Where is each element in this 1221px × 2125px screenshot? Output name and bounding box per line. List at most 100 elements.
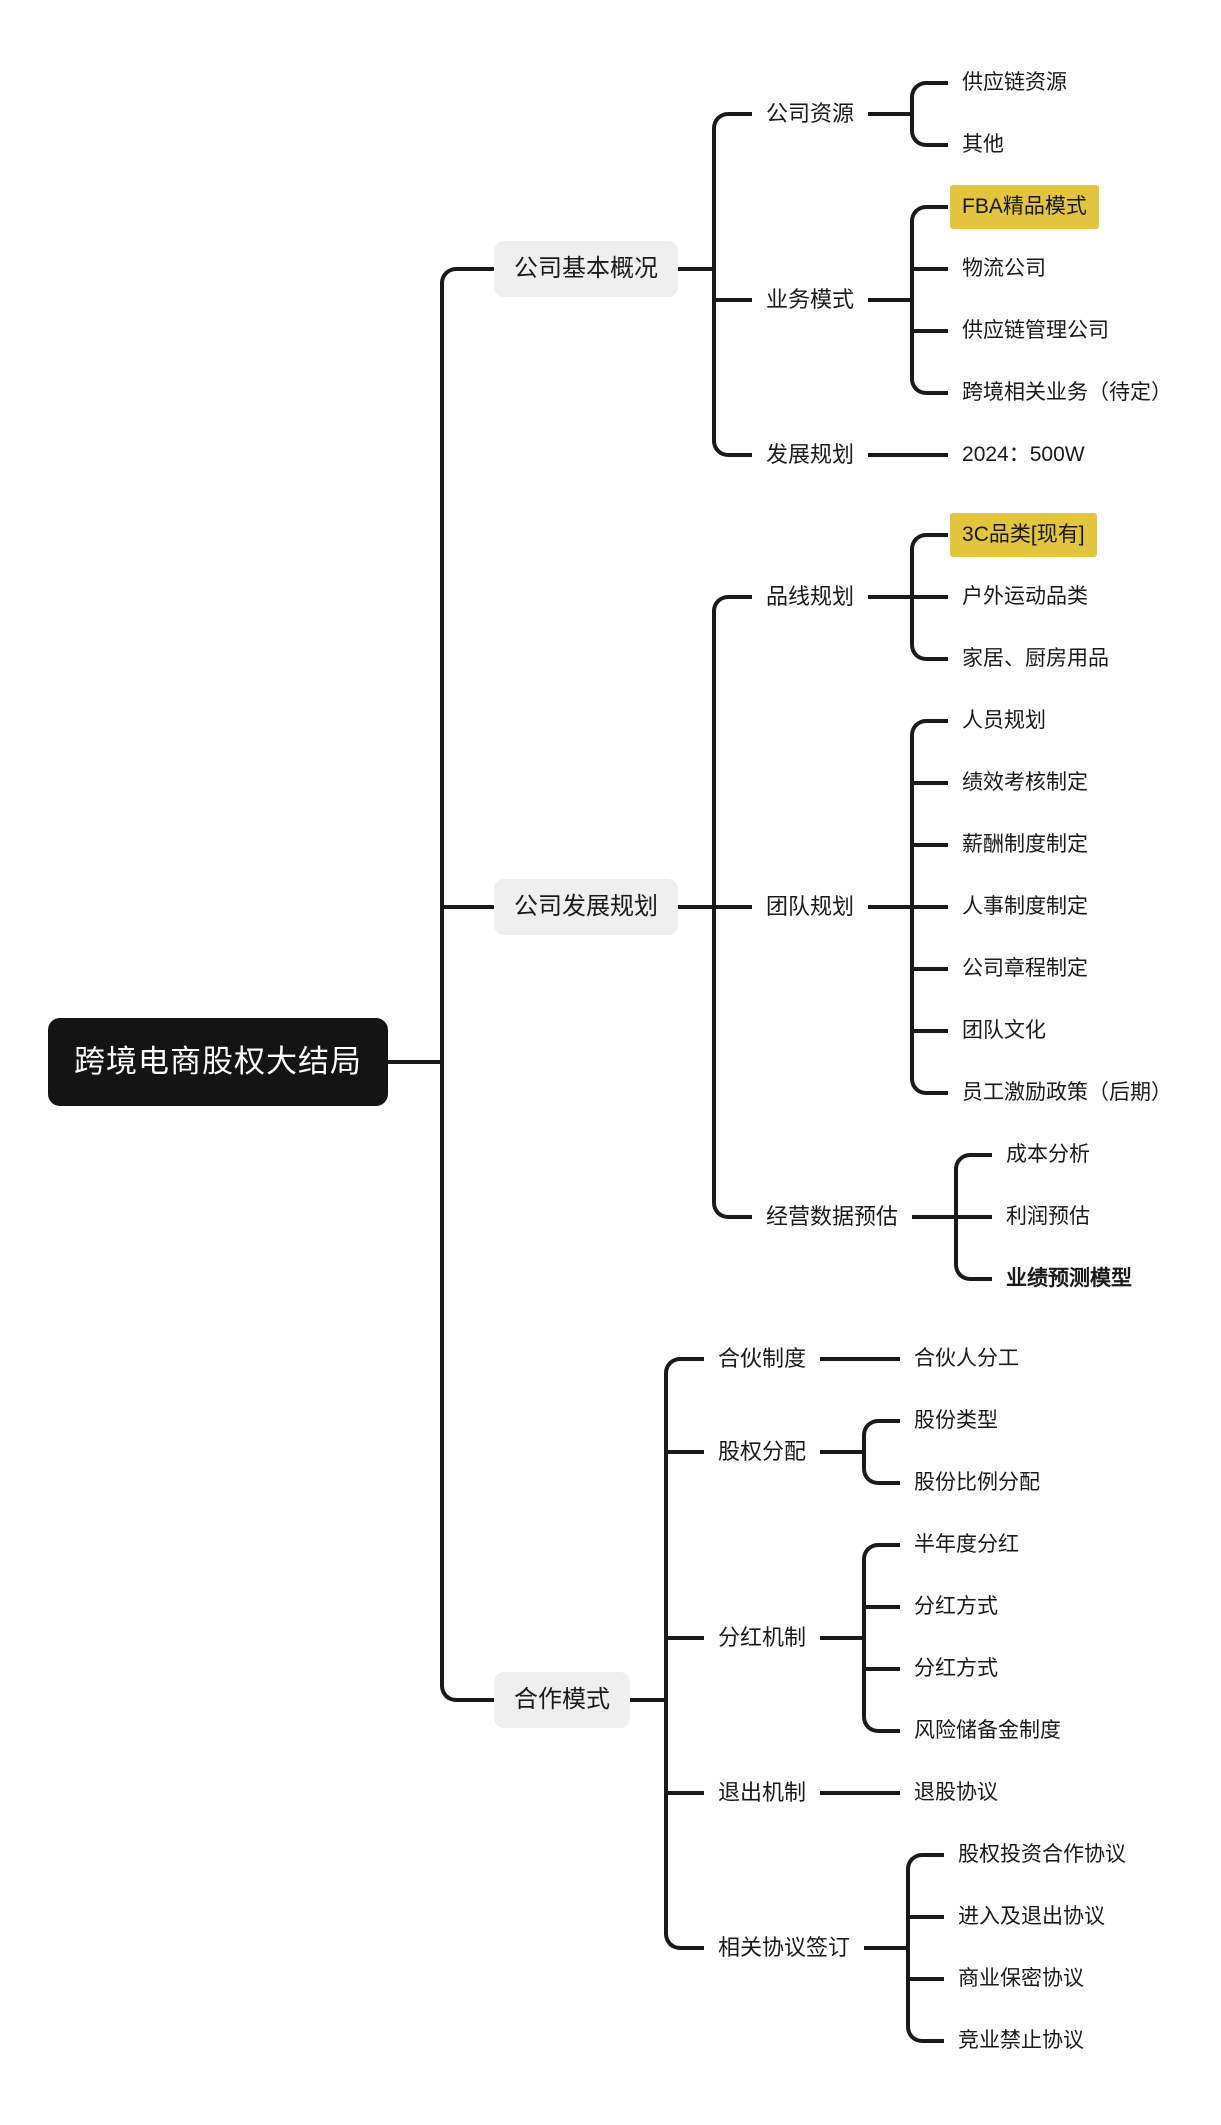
mindmap-child-row: 分红机制半年度分红分红方式分红方式风险储备金制度 [664,1514,1126,1762]
connector-line [862,1419,901,1452]
connector-elbow [862,1700,901,1762]
connector-stub [388,1060,440,1064]
connector-line [664,1824,704,1950]
children-container: 品线规划 3C品类[现有] 户外运动品类家居、厨房用品团队规划 人员规划绩效考核制定薪… [712,504,1172,1310]
connector-line [712,424,752,457]
connector-line [712,112,752,176]
mindmap-branch-row: 合作模式 合伙制度 合伙人分工股权分配 股份类型股份比例分配分红机制 半年度分红分红方式… [494,1328,1126,2072]
mindmap-child-row: 薪酬制度制定 [910,814,1172,876]
connector-line [712,905,752,909]
leaf-node[interactable]: 成本分析 [1006,1143,1091,1166]
subtopic-node[interactable]: 发展规划 [766,442,855,467]
subtopic-node[interactable]: 分红机制 [718,1625,807,1650]
leaf-node[interactable]: 家居、厨房用品 [962,647,1110,670]
leaf-node[interactable]: 绩效考核制定 [962,771,1089,794]
leaf-node[interactable]: 2024：500W [962,443,1085,466]
leaf-node[interactable]: 供应链管理公司 [962,319,1110,342]
connector-elbow [862,1762,901,1824]
subtopic-node[interactable]: 股权分配 [718,1439,807,1464]
leaf-node[interactable]: 股权投资合作协议 [958,1843,1127,1866]
connector-elbow [910,690,949,752]
connector-line [910,595,949,599]
mindmap-branch-row: 团队规划 人员规划绩效考核制定薪酬制度制定人事制度制定公司章程制定团队文化员工激励… [752,690,1172,1124]
leaf-node[interactable]: 物流公司 [962,257,1047,280]
main-topic-node[interactable]: 公司基本概况 [494,241,678,297]
leaf-node[interactable]: 合伙人分工 [914,1347,1020,1370]
connector-elbow [910,628,949,690]
leaf-node[interactable]: 业绩预测模型 [1006,1267,1133,1290]
connector-elbow [862,1328,901,1390]
connector-line [910,114,949,147]
subtopic-node[interactable]: 合伙制度 [718,1346,807,1371]
connector-line [954,1153,993,1186]
leaf-node[interactable]: 员工激励政策（后期） [962,1081,1173,1104]
connector-elbow [906,1824,945,1886]
mindmap-child-row: 退股协议 [862,1762,998,1824]
mindmap-child-row: 相关协议签订 股权投资合作协议进入及退出协议商业保密协议竞业禁止协议 [664,1824,1126,2072]
connector-elbow [910,300,949,362]
mindmap-branch-row: 公司资源 供应链资源其他 [752,52,1067,176]
children-container: 股份类型股份比例分配 [862,1390,1040,1514]
connector-elbow [440,495,494,1319]
leaf-node[interactable]: 团队文化 [962,1019,1047,1042]
subtopic-node[interactable]: 品线规划 [766,584,855,609]
leaf-node[interactable]: 薪酬制度制定 [962,833,1089,856]
subtopic-node[interactable]: 经营数据预估 [766,1204,899,1229]
leaf-node[interactable]: 风险储备金制度 [914,1719,1062,1742]
connector-elbow [664,1514,704,1762]
leaf-node[interactable]: 跨境相关业务（待定） [962,381,1173,404]
connector-line [906,1853,945,1886]
connector-line [440,267,494,495]
subtopic-node[interactable]: 公司资源 [766,101,855,126]
leaf-node[interactable]: 竞业禁止协议 [958,2029,1085,2052]
mindmap-child-row: 物流公司 [910,238,1172,300]
leaf-node[interactable]: 股份比例分配 [914,1471,1041,1494]
subtopic-node[interactable]: 团队规划 [766,894,855,919]
mindmap-branch-row: 品线规划 3C品类[现有] 户外运动品类家居、厨房用品 [752,504,1109,690]
mindmap-child-row: FBA精品模式 [910,176,1172,238]
leaf-node[interactable]: 人员规划 [962,709,1047,732]
leaf-node[interactable]: 利润预估 [1006,1205,1091,1228]
connector-line [906,2010,945,2043]
leaf-node[interactable]: 人事制度制定 [962,895,1089,918]
mindmap-branch-row: 业务模式 FBA精品模式物流公司供应链管理公司跨境相关业务（待定） [752,176,1172,424]
connector-line [910,781,949,785]
connector-stub [820,1636,863,1640]
subtopic-node[interactable]: 业务模式 [766,287,855,312]
connector-elbow [664,1824,704,2072]
mindmap-child-row: 风险储备金制度 [862,1700,1061,1762]
leaf-node[interactable]: 退股协议 [914,1781,999,1804]
connector-elbow [712,690,752,1124]
subtopic-node[interactable]: 相关协议签订 [718,1935,851,1960]
main-topic-node[interactable]: 公司发展规划 [494,879,678,935]
subtopic-node[interactable]: 退出机制 [718,1780,807,1805]
mindmap-child-row: 发展规划 2024：500W [712,424,1172,486]
connector-line [712,298,752,302]
children-container: 退股协议 [862,1762,998,1824]
leaf-node[interactable]: FBA精品模式 [950,185,1099,229]
leaf-node[interactable]: 分红方式 [914,1657,999,1680]
leaf-node[interactable]: 供应链资源 [962,71,1068,94]
mindmap-child-row: 3C品类[现有] [910,504,1109,566]
leaf-node[interactable]: 商业保密协议 [958,1967,1085,1990]
leaf-node[interactable]: 公司章程制定 [962,957,1089,980]
mindmap-child-row: 供应链资源 [910,52,1067,114]
mindmap-child-row: 进入及退出协议 [906,1886,1126,1948]
leaf-node[interactable]: 户外运动品类 [962,585,1089,608]
leaf-node[interactable]: 3C品类[现有] [950,513,1097,557]
leaf-node[interactable]: 进入及退出协议 [958,1905,1106,1928]
main-topic-node[interactable]: 合作模式 [494,1672,630,1728]
connector-stub [868,905,911,909]
connector-stub [630,1698,664,1702]
children-container: FBA精品模式物流公司供应链管理公司跨境相关业务（待定） [910,176,1172,424]
leaf-node[interactable]: 股份类型 [914,1409,999,1432]
leaf-node[interactable]: 分红方式 [914,1595,999,1618]
connector-line [862,1791,901,1795]
connector-elbow [910,424,949,486]
root-node[interactable]: 跨境电商股权大结局 [48,1018,388,1106]
connector-elbow [910,1062,949,1124]
leaf-node[interactable]: 其他 [962,133,1005,156]
leaf-node[interactable]: 半年度分红 [914,1533,1020,1556]
mindmap-child-row: 竞业禁止协议 [906,2010,1126,2072]
connector-stub [868,298,911,302]
